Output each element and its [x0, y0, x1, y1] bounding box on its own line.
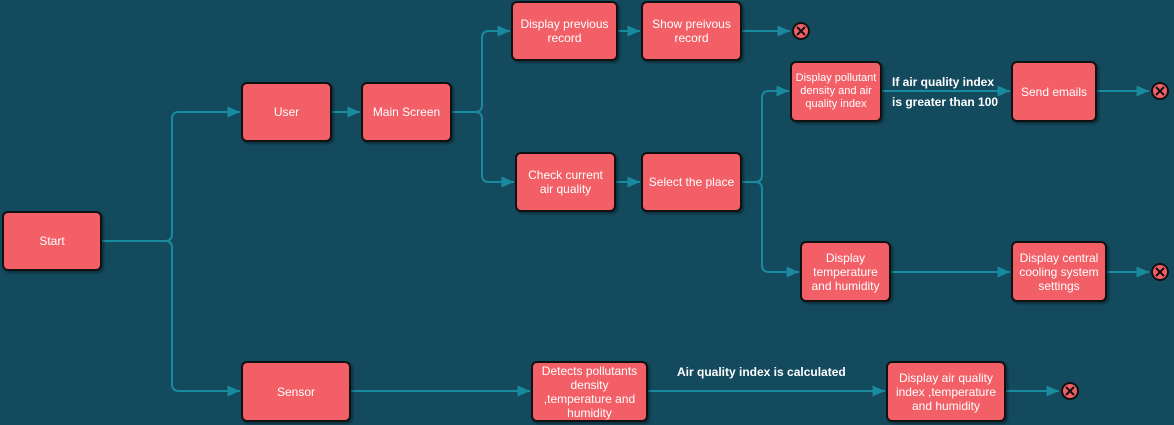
end-terminal-icon — [792, 22, 810, 40]
display-previous-record-node: Display previous record — [511, 1, 618, 61]
display-temperature-humidity-node: Display temperature and humidity — [800, 241, 891, 302]
edge-select-pollutant — [742, 85, 789, 183]
main-screen-node: Main Screen — [361, 82, 452, 142]
aqi-condition-label-line2: is greater than 100 — [892, 95, 999, 109]
display-cooling-settings-node: Display central cooling system settings — [1011, 241, 1107, 302]
detects-pollutants-node: Detects pollutants density ,temperature … — [531, 361, 648, 422]
edge-main-check-air — [452, 111, 514, 188]
end-terminal-icon — [1151, 82, 1169, 100]
display-air-quality-index-node: Display air quality index ,temperature a… — [886, 361, 1006, 422]
aqi-calculated-label: Air quality index is calculated — [677, 365, 846, 379]
edge-select-temp — [742, 181, 799, 278]
end-terminal-icon — [1151, 263, 1169, 281]
send-emails-node: Send emails — [1011, 61, 1097, 122]
aqi-condition-label-line1: If air quality index — [892, 75, 995, 89]
user-node: User — [241, 82, 332, 142]
start-node: Start — [2, 211, 102, 271]
sensor-node: Sensor — [241, 361, 351, 422]
check-current-air-quality-node: Check current air quality — [515, 152, 616, 212]
edge-start-sensor — [102, 240, 240, 397]
display-pollutant-density-node: Display pollutant density and air qualit… — [790, 61, 882, 122]
edge-start-user — [102, 106, 240, 242]
select-place-node: Select the place — [641, 152, 742, 212]
end-terminal-icon — [1061, 382, 1079, 400]
edge-main-display-prev — [452, 25, 510, 113]
show-previous-record-node: Show preivous record — [641, 1, 742, 61]
